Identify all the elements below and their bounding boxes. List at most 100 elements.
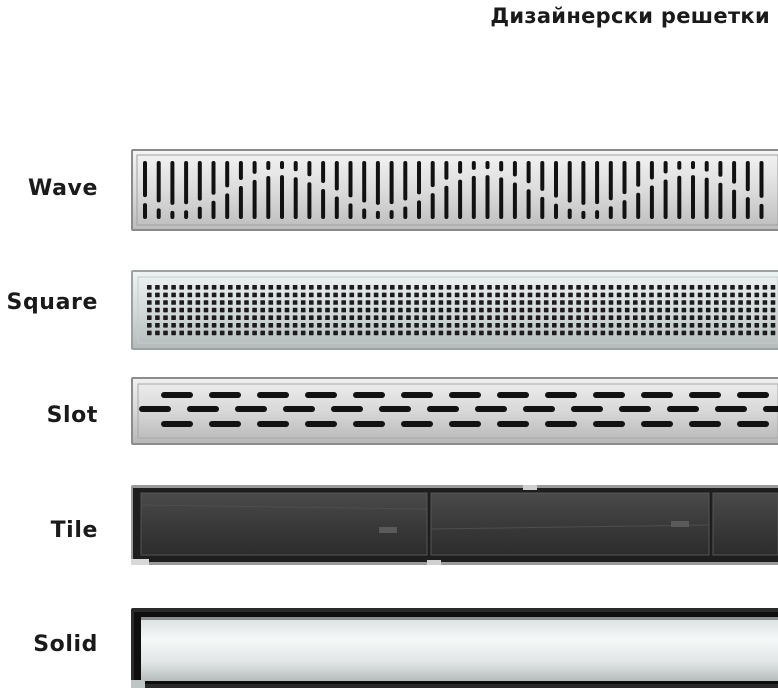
square-hole (228, 307, 233, 313)
square-hole (373, 307, 379, 313)
square-hole (187, 330, 193, 336)
square-hole (438, 285, 444, 290)
square-hole (592, 285, 598, 290)
square-hole (195, 300, 201, 305)
square-hole (341, 330, 346, 336)
slot-hole (545, 392, 577, 398)
square-hole (487, 300, 492, 305)
wave-slot (444, 161, 449, 180)
square-hole (398, 315, 403, 320)
square-hole (422, 292, 427, 298)
wave-slot (348, 203, 353, 219)
square-hole (325, 315, 330, 320)
square-hole (422, 323, 427, 328)
wave-slot (430, 161, 435, 188)
square-hole (390, 315, 395, 320)
slot-hole (449, 421, 481, 427)
square-hole (236, 330, 241, 336)
square-hole (633, 292, 638, 298)
wave-slot (197, 161, 202, 201)
solid-grate (131, 608, 778, 688)
square-hole (503, 315, 508, 320)
square-hole (260, 285, 265, 290)
square-hole (487, 323, 492, 328)
square-grate (131, 270, 778, 350)
square-hole (187, 285, 193, 290)
square-hole (292, 292, 298, 298)
square-hole (770, 300, 776, 305)
square-hole (365, 323, 371, 328)
square-hole (770, 292, 776, 298)
square-hole (211, 323, 217, 328)
square-hole (430, 315, 436, 320)
square-hole (228, 315, 233, 320)
square-hole (446, 285, 452, 290)
square-hole (300, 292, 306, 298)
square-hole (705, 323, 711, 328)
square-hole (519, 285, 525, 290)
wave-slot (266, 175, 271, 219)
square-hole (641, 330, 646, 336)
square-hole (244, 330, 249, 336)
square-hole (179, 285, 184, 290)
square-hole (576, 307, 581, 313)
slot-hole (235, 406, 267, 412)
wave-slot (526, 189, 531, 219)
wave-slot (759, 203, 764, 219)
square-hole (762, 292, 768, 298)
square-hole (268, 285, 274, 290)
square-hole (309, 292, 314, 298)
square-hole (527, 323, 533, 328)
wave-slot (170, 210, 175, 219)
square-hole (398, 307, 403, 313)
square-hole (333, 330, 338, 336)
square-hole (624, 285, 630, 290)
square-hole (576, 285, 581, 290)
slot-hole (523, 406, 555, 412)
square-hole (584, 300, 589, 305)
square-hole (511, 330, 517, 336)
wave-slot (732, 161, 737, 184)
square-hole (543, 330, 549, 336)
wave-slot (334, 161, 339, 191)
square-hole (195, 285, 201, 290)
square-hole (689, 330, 695, 336)
square-hole (252, 300, 257, 305)
square-hole (641, 323, 646, 328)
square-hole (284, 315, 290, 320)
square-hole (155, 307, 160, 313)
slot-hole (161, 421, 193, 427)
square-hole (406, 315, 411, 320)
square-hole (147, 315, 152, 320)
square-hole (519, 315, 525, 320)
square-hole (244, 307, 249, 313)
square-hole (568, 292, 573, 298)
square-hole (568, 285, 573, 290)
square-hole (317, 292, 322, 298)
tile-grate (131, 485, 778, 565)
square-hole (300, 307, 306, 313)
square-hole (244, 315, 249, 320)
square-hole (219, 292, 225, 298)
square-hole (155, 323, 160, 328)
wave-slot (293, 161, 298, 172)
wave-slot (293, 177, 298, 219)
square-hole (770, 315, 776, 320)
wave-slot (499, 161, 504, 172)
square-hole (560, 323, 565, 328)
wave-slot (458, 179, 463, 219)
square-hole (341, 315, 346, 320)
square-hole (543, 285, 549, 290)
solid-grate-image (131, 608, 778, 688)
square-hole (584, 323, 589, 328)
square-hole (454, 307, 460, 313)
square-hole (649, 307, 654, 313)
square-hole (592, 300, 598, 305)
square-hole (155, 285, 160, 290)
square-hole (770, 285, 776, 290)
wave-slot (143, 203, 147, 219)
square-hole (616, 323, 622, 328)
wave-slot (732, 189, 737, 219)
square-hole (430, 323, 436, 328)
square-hole (211, 300, 217, 305)
